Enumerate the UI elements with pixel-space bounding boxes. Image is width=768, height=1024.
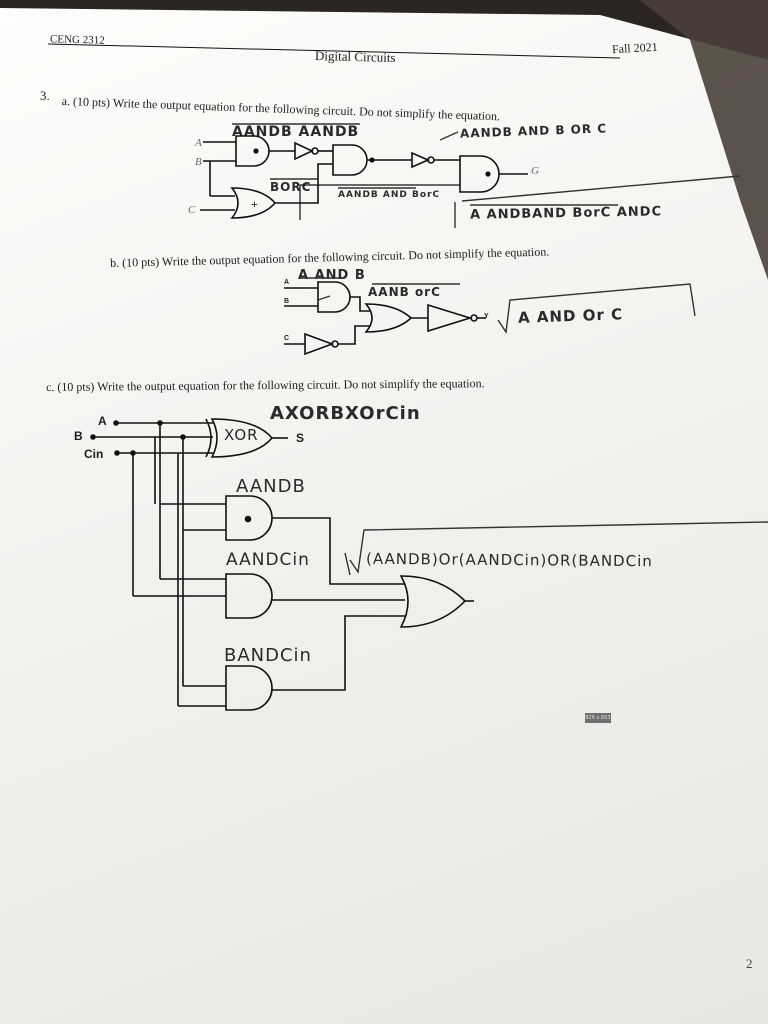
q3b-input-a: A [284,279,290,286]
q3c-xor-expr: AXORBXOrCin [270,403,421,424]
xor-gate-label: XOR [224,426,259,444]
q3c-output-s: S [296,431,305,445]
q3c-input-a: A [98,414,107,428]
and-dot-icon [253,148,259,154]
question-number: 3. [40,88,50,103]
q3a-note-top-left: AANDB AANDB [232,124,360,140]
q3a-input-b: B [195,156,202,168]
q3c-input-b: B [74,429,83,443]
q3a-input-a: A [195,137,202,149]
q3b-note-middle: AANB orC [368,285,441,299]
or-gate-plus: + [251,197,258,211]
q3b-input-b: B [284,298,290,305]
size-sticker: 826 x 803 [585,713,611,723]
q3c-and1-note: AANDB [236,476,306,497]
q3b-input-c: C [284,335,290,342]
q3b-note-top: A AND B [298,268,366,283]
q3a-note-middle: AANDB AND BorC [338,190,441,200]
q3b-output-y: Y [484,313,489,320]
q3c-input-cin: Cin [84,447,104,461]
page-number: 2 [746,956,753,971]
q3c-and3-note: BANDCin [224,645,312,666]
q3c-and2-note: AANDCin [226,550,310,570]
q3a-input-c: C [188,204,196,216]
q3a-output-g: G [531,165,539,177]
